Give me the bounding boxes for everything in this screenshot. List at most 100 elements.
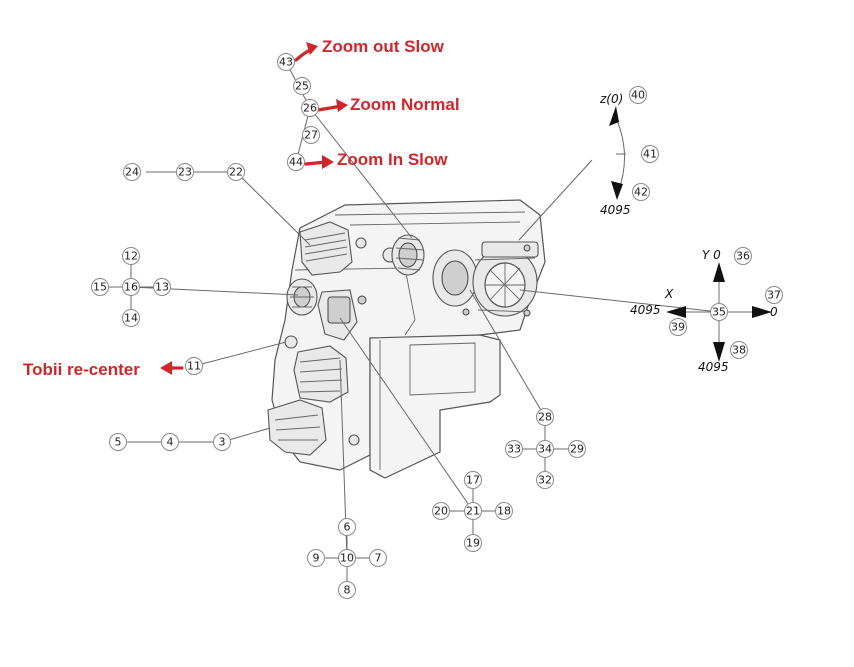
svg-text:42: 42: [634, 186, 648, 199]
callout-18: 18: [495, 502, 513, 520]
svg-text:6: 6: [344, 521, 351, 534]
callout-26: 26: [301, 99, 319, 117]
annotation-zoom-in-slow: Zoom In Slow: [337, 150, 448, 169]
callout-13: 13: [153, 278, 171, 296]
svg-text:8: 8: [344, 584, 351, 597]
callout-10: 10: [338, 549, 356, 567]
annotation-zoom-normal: Zoom Normal: [350, 95, 460, 114]
callout-24: 24: [123, 163, 141, 181]
y-axis-max: 4095: [698, 360, 729, 374]
callout-4: 4: [161, 433, 179, 451]
red-annotations: Zoom out Slow Zoom Normal Zoom In Slow T…: [23, 37, 460, 379]
svg-text:13: 13: [155, 281, 169, 294]
callout-32: 32: [536, 471, 554, 489]
callout-6: 6: [338, 518, 356, 536]
z-axis-label: z(0): [599, 92, 623, 106]
callout-11: 11: [185, 357, 203, 375]
svg-text:20: 20: [434, 505, 448, 518]
callout-34: 34: [536, 440, 554, 458]
svg-text:10: 10: [340, 552, 354, 565]
axis-arrows: [609, 106, 772, 362]
svg-text:21: 21: [466, 505, 480, 518]
callout-8: 8: [338, 581, 356, 599]
callout-19: 19: [464, 534, 482, 552]
z-axis-max: 4095: [600, 203, 631, 217]
callout-12: 12: [122, 247, 140, 265]
svg-text:15: 15: [93, 281, 107, 294]
svg-text:9: 9: [313, 552, 320, 565]
svg-text:17: 17: [466, 474, 480, 487]
callout-17: 17: [464, 471, 482, 489]
callout-25: 25: [293, 77, 311, 95]
svg-text:16: 16: [124, 281, 138, 294]
axis-labels: z(0) 4095 Y 0 4095 X 4095 0: [599, 92, 778, 374]
callout-44: 44: [287, 153, 305, 171]
svg-text:11: 11: [187, 360, 201, 373]
callout-5: 5: [109, 433, 127, 451]
x-axis-zero: 0: [770, 305, 778, 319]
svg-text:33: 33: [507, 443, 521, 456]
callout-42: 42: [632, 183, 650, 201]
y-axis-label: Y 0: [702, 248, 721, 262]
svg-text:41: 41: [643, 148, 657, 161]
callout-15: 15: [91, 278, 109, 296]
svg-text:24: 24: [125, 166, 139, 179]
svg-text:3: 3: [219, 436, 226, 449]
svg-text:14: 14: [124, 312, 138, 325]
svg-text:5: 5: [115, 436, 122, 449]
svg-text:26: 26: [303, 102, 317, 115]
callout-9: 9: [307, 549, 325, 567]
callout-3: 3: [213, 433, 231, 451]
annotation-zoom-out-slow: Zoom out Slow: [322, 37, 445, 56]
callout-40: 40: [629, 86, 647, 104]
callout-16: 16: [122, 278, 140, 296]
svg-text:7: 7: [375, 552, 382, 565]
callout-38: 38: [730, 341, 748, 359]
callout-33: 33: [505, 440, 523, 458]
callout-20: 20: [432, 502, 450, 520]
callout-7: 7: [369, 549, 387, 567]
x-right-arrowhead: [752, 306, 772, 318]
callout-41: 41: [641, 145, 659, 163]
callout-39: 39: [669, 318, 687, 336]
callout-14: 14: [122, 309, 140, 327]
callout-27: 27: [302, 126, 320, 144]
svg-text:39: 39: [671, 321, 685, 334]
x-axis-max: 4095: [630, 303, 661, 317]
svg-text:43: 43: [279, 56, 293, 69]
svg-text:25: 25: [295, 80, 309, 93]
svg-text:12: 12: [124, 250, 138, 263]
svg-text:22: 22: [229, 166, 243, 179]
x-left-arrowhead: [666, 306, 686, 318]
svg-text:44: 44: [289, 156, 303, 169]
callout-29: 29: [568, 440, 586, 458]
callout-35: 35: [710, 303, 728, 321]
svg-text:29: 29: [570, 443, 584, 456]
y-up-arrowhead: [713, 262, 725, 282]
callout-28: 28: [536, 408, 554, 426]
y-down-arrowhead: [713, 342, 725, 362]
svg-text:18: 18: [497, 505, 511, 518]
svg-text:35: 35: [712, 306, 726, 319]
callout-markers: 3 4 5 6 7 8 9 10 11 12 13 14 15 16 17 18…: [91, 53, 783, 599]
svg-text:34: 34: [538, 443, 552, 456]
callout-43: 43: [277, 53, 295, 71]
annotation-tobii-recenter: Tobii re-center: [23, 360, 140, 379]
callout-22: 22: [227, 163, 245, 181]
svg-text:38: 38: [732, 344, 746, 357]
svg-text:23: 23: [178, 166, 192, 179]
svg-text:40: 40: [631, 89, 645, 102]
throttle-grip-drawing: [267, 199, 546, 479]
svg-text:28: 28: [538, 411, 552, 424]
z-up-arrowhead: [609, 106, 619, 126]
callout-37: 37: [765, 286, 783, 304]
svg-text:19: 19: [466, 537, 480, 550]
svg-text:36: 36: [736, 250, 750, 263]
svg-text:4: 4: [167, 436, 174, 449]
callout-23: 23: [176, 163, 194, 181]
svg-text:32: 32: [538, 474, 552, 487]
svg-text:27: 27: [304, 129, 318, 142]
svg-text:37: 37: [767, 289, 781, 302]
